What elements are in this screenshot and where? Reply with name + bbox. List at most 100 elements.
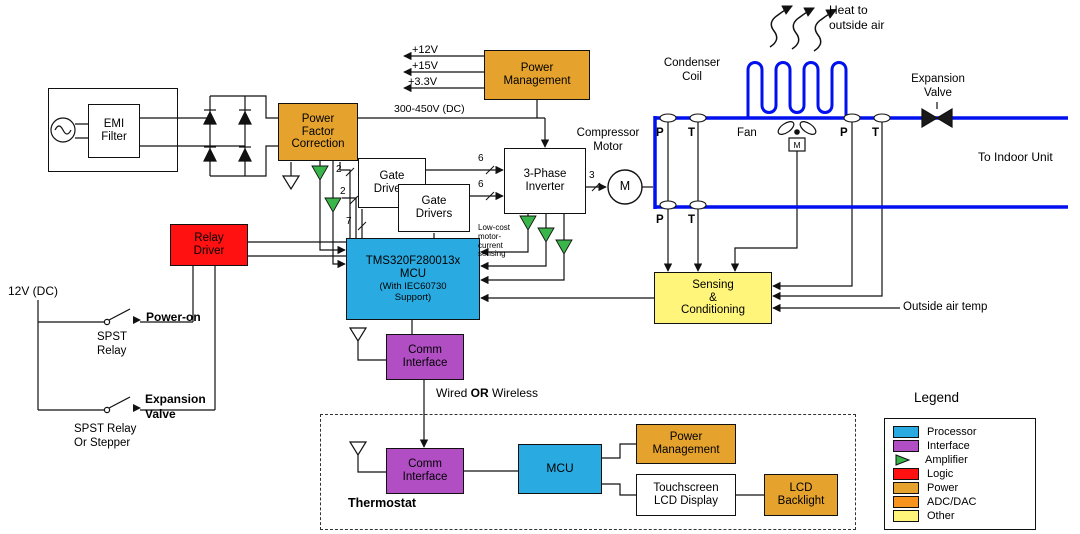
fan-motor-m-label: M — [793, 140, 801, 150]
legend-item-other: Other — [893, 510, 1027, 523]
fan-blade-icon — [799, 121, 817, 135]
heat-arrows-icon — [769, 5, 837, 52]
legend-item-power: Power — [893, 482, 1027, 495]
expansion-valve-switch-label: Expansion Valve — [145, 392, 206, 421]
legend-swatch — [893, 510, 919, 523]
amplifier-icon — [537, 227, 555, 243]
legend-swatch — [893, 467, 919, 480]
thermostat-power-management-block: Power Management — [636, 424, 736, 464]
pressure-sensor-label: P — [840, 127, 848, 139]
ground-icon — [281, 175, 301, 191]
mcu-block: TMS320F280013x MCU (With IEC60730 Suppor… — [346, 238, 480, 320]
amplifier-icon — [519, 215, 537, 231]
symbols — [50, 5, 953, 457]
expansion-valve-icon — [921, 107, 939, 129]
amplifier-icon — [324, 197, 342, 213]
refrigerant-pipes — [653, 61, 1068, 209]
thermostat-mcu-block: MCU — [518, 444, 602, 494]
fan-hub-icon — [794, 129, 800, 135]
wire-count-6: 6 — [478, 179, 484, 190]
temp-sensor-label: T — [872, 127, 880, 139]
condenser-coil-icon — [746, 61, 848, 118]
dc-bus-label: 300-450V (DC) — [394, 103, 465, 115]
pressure-sensor-label: P — [656, 127, 664, 139]
legend-swatch — [893, 439, 919, 452]
legend-title: Legend — [914, 390, 960, 405]
rail-15v-label: +15V — [412, 60, 438, 72]
legend-amplifier-icon — [895, 454, 911, 466]
fan-motor-box — [788, 137, 806, 152]
thermostat-label: Thermostat — [348, 496, 417, 510]
legend-item-processor: Processor — [893, 425, 1027, 438]
emi-filter-block: EMI Filter — [88, 104, 140, 158]
mcu-subtitle: (With IEC60730 Support) — [379, 281, 447, 303]
spst-or-stepper-label: SPST Relay Or Stepper — [74, 423, 137, 450]
power-on-label: Power-on — [146, 310, 201, 324]
condenser-coil-label: Condenser Coil — [663, 57, 721, 84]
sensor-pill — [873, 113, 891, 123]
legend-swatch — [893, 482, 919, 495]
sensor-pill — [659, 113, 677, 123]
temp-sensor-label: T — [688, 127, 696, 139]
power-management-block: Power Management — [484, 50, 590, 100]
legend-item-label: Power — [927, 482, 959, 495]
temp-sensor-label: T — [688, 214, 696, 226]
sensing-conditioning-block: Sensing & Conditioning — [654, 272, 772, 324]
legend-item-amplifier: Amplifier — [893, 453, 1027, 466]
motor-m-label: M — [619, 179, 631, 193]
fan-blade-icon — [777, 121, 795, 135]
lcd-backlight-block: LCD Backlight — [764, 474, 838, 516]
outside-air-temp-label: Outside air temp — [903, 301, 988, 313]
to-indoor-unit-label: To Indoor Unit — [978, 150, 1053, 164]
antenna-icon — [348, 327, 368, 343]
switch-arrow-icon — [133, 316, 141, 324]
amplifier-icons — [311, 165, 573, 255]
dc12v-label: 12V (DC) — [8, 284, 59, 298]
amplifier-icon — [555, 239, 573, 255]
spst-switch-icon — [103, 406, 111, 414]
fan-label: Fan — [737, 127, 757, 139]
low-cost-sensing-label: Low-cost motor- current sensing — [478, 223, 511, 259]
legend-swatch — [893, 496, 919, 509]
wired-or-wireless-label: Wired OR Wireless — [436, 386, 538, 401]
or-label-part: OR — [470, 386, 489, 400]
amplifier-icon — [311, 165, 329, 181]
legend-item-label: ADC/DAC — [927, 496, 977, 509]
expansion-valve-label: Expansion Valve — [911, 73, 965, 100]
three-phase-inverter-block: 3-Phase Inverter — [504, 148, 586, 214]
expansion-valve-icon — [935, 107, 953, 129]
spst-switch-icon — [103, 318, 111, 326]
wire-count-2: 2 — [340, 186, 346, 197]
heat-to-outside-label: Heat to outside air — [829, 3, 885, 32]
wire-count-6: 6 — [478, 153, 484, 164]
legend-swatch — [893, 425, 919, 438]
relay-driver-block: Relay Driver — [170, 224, 248, 266]
ac-input-group-box — [48, 88, 178, 172]
compressor-motor-icon — [607, 169, 643, 205]
sensor-pill — [689, 200, 707, 210]
rail-12v-label: +12V — [412, 44, 438, 56]
bridge-rectifier-icon — [203, 109, 252, 162]
legend-item-label: Amplifier — [925, 453, 968, 466]
thermostat-comm-interface-block: Comm Interface — [386, 448, 464, 494]
compressor-motor-label: Compressor Motor — [576, 127, 640, 154]
sensor-pill — [689, 113, 707, 123]
antenna-icon — [348, 441, 368, 457]
legend-item-adcdac: ADC/DAC — [893, 496, 1027, 509]
sensor-pill — [843, 113, 861, 123]
spst-relay-label: SPST Relay — [97, 331, 128, 358]
thermostat-boundary — [320, 414, 856, 530]
legend-item-label: Processor — [927, 425, 977, 438]
sine-icon — [54, 125, 72, 135]
wire-count-2: 2 — [336, 164, 342, 175]
mcu-title: TMS320F280013x MCU — [365, 254, 461, 280]
gate-drivers-block-b: Gate Drivers — [398, 184, 470, 232]
touchscreen-lcd-block: Touchscreen LCD Display — [636, 474, 736, 516]
rail-3v3-label: +3.3V — [408, 76, 438, 88]
comm-interface-block: Comm Interface — [386, 334, 464, 380]
legend-box: Processor Interface Amplifier Logic Powe… — [884, 418, 1036, 530]
pfc-block: Power Factor Correction — [278, 103, 358, 161]
wired-label-part: Wired — [436, 386, 471, 400]
